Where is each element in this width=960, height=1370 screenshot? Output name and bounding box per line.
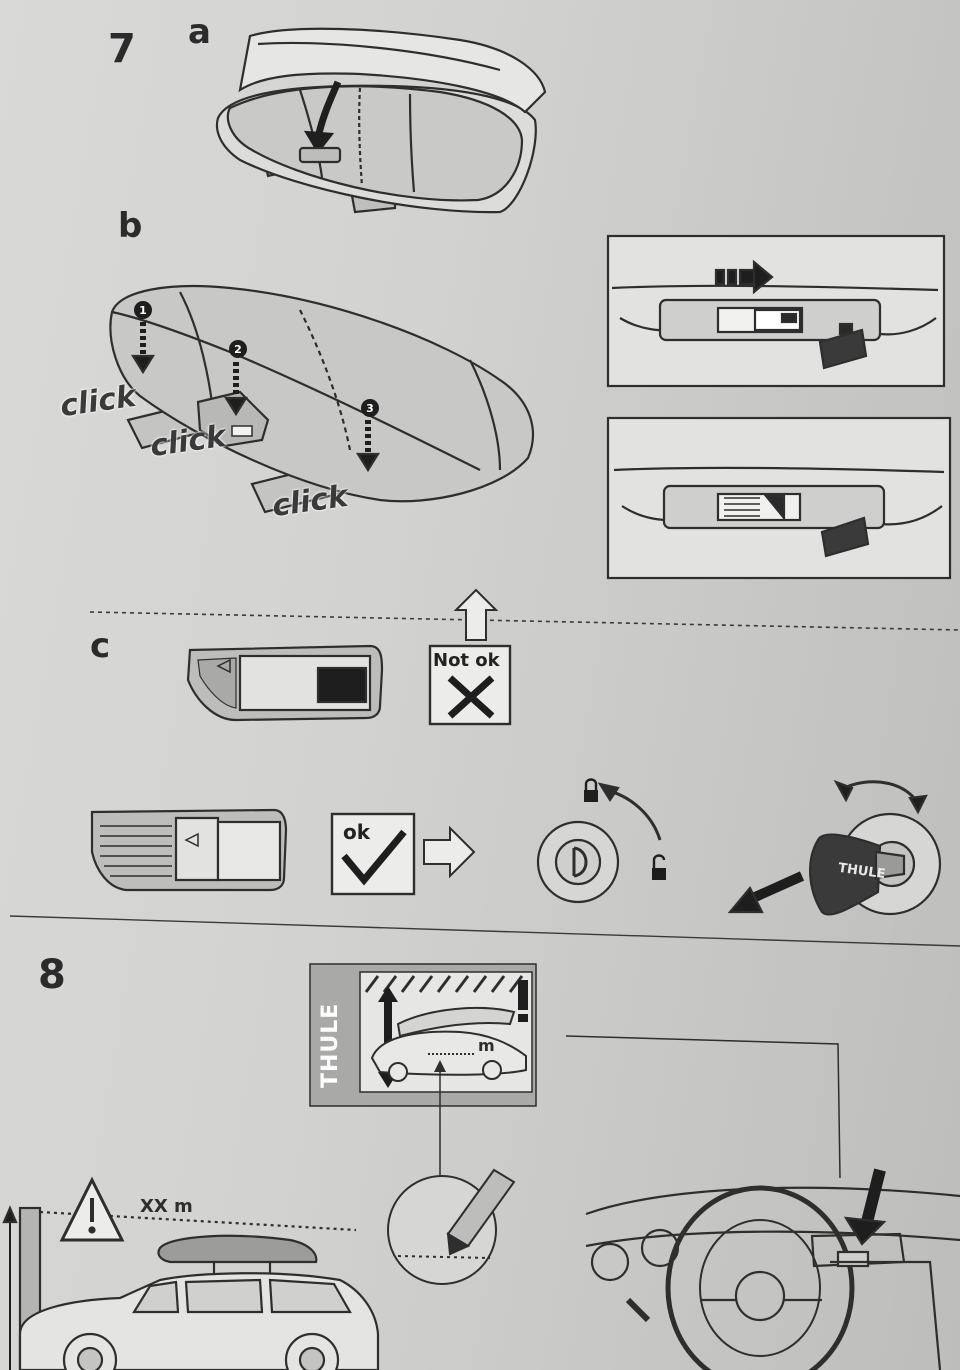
check-mark-icon [341,829,407,886]
latch-indicator-ok [90,808,288,892]
right-arrow-icon [423,825,476,879]
height-sticker-illustration [309,963,537,1107]
section-divider-dashed [89,611,960,631]
lock-cylinder-icon [536,782,662,904]
callout-number-1: 1 [139,304,147,317]
key-removal-illustration [727,779,942,916]
dashboard-interior-illustration [585,1168,960,1370]
step-7a-label: a [188,12,211,52]
lock-detail-unlocked [606,234,946,388]
padlock-unlocked-icon [652,854,666,880]
car-height-illustration [2,1176,380,1370]
x-mark-icon [447,675,495,719]
ok-label: ok [343,820,371,844]
step-7-number: 7 [108,26,136,72]
section-divider-solid [9,915,960,947]
step-7b-label: b [118,206,143,246]
sticker-brand: THULE [318,1002,343,1088]
callout-line-dashboard [565,1035,841,1179]
step-8-number: 8 [38,952,66,998]
not-ok-label: Not ok [433,650,500,671]
ok-box [330,812,416,896]
padlock-locked-icon [584,778,598,802]
height-label: XX m [140,1196,193,1217]
lock-detail-locked [606,416,952,580]
latch-indicator-not-ok [186,644,384,722]
roof-box-closed-illustration [109,285,535,514]
not-ok-box [428,644,512,726]
callout-number-3: 3 [366,402,374,415]
roof-box-open-illustration [215,27,547,214]
sticker-unit: m [478,1036,495,1055]
up-arrow-icon [453,588,499,641]
pencil-write-icon [387,1168,516,1285]
step-7c-label: c [90,626,111,666]
callout-number-2: 2 [234,343,242,356]
